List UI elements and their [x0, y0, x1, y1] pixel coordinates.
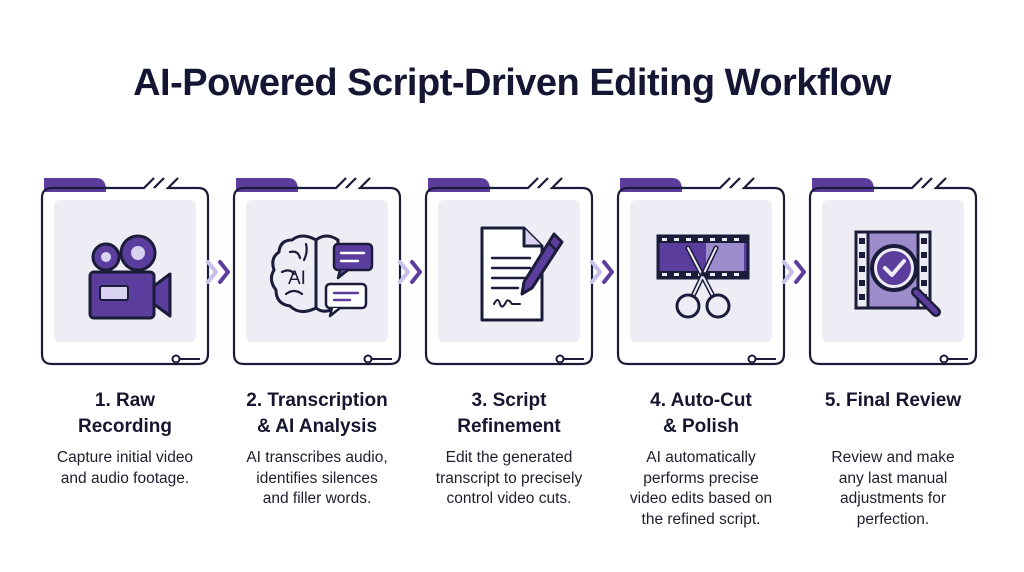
chevron-right-icon [782, 260, 806, 284]
document-pen-icon [480, 226, 564, 322]
icon-panel [54, 200, 196, 342]
step-title-2: 2. Transcription& AI Analysis [246, 390, 388, 437]
step-title-5: 5. Final Review [824, 390, 962, 411]
card-frame [232, 177, 402, 366]
step-title-4: 4. Auto-Cut& Polish [650, 390, 752, 437]
chevron-right-icon [398, 260, 422, 284]
step-card-2: AI [232, 176, 402, 366]
chevron-right-icon [590, 260, 614, 284]
step-card-5 [808, 176, 978, 366]
icon-panel [438, 200, 580, 342]
card-frame [40, 177, 210, 366]
card-frame [616, 177, 786, 366]
icon-panel [822, 200, 964, 342]
step-description-2: AI transcribes audio,identifies silences… [246, 449, 388, 507]
ai-label: AI [288, 268, 306, 289]
step-card-3 [424, 176, 594, 366]
step-card-1 [40, 176, 210, 366]
card-frame [424, 177, 594, 366]
icon-panel: AI [246, 200, 388, 342]
film-scissors-icon [656, 234, 750, 319]
chevron-right-icon [206, 260, 230, 284]
video-camera-icon [88, 234, 172, 320]
card-frame [808, 177, 978, 366]
icon-panel [630, 200, 772, 342]
film-magnifier-check-icon [854, 230, 941, 317]
step-card-4 [616, 176, 786, 366]
ai-brain-chat-icon: AI [269, 234, 374, 318]
page-title: AI-Powered Script-Driven Editing Workflo… [133, 62, 891, 104]
